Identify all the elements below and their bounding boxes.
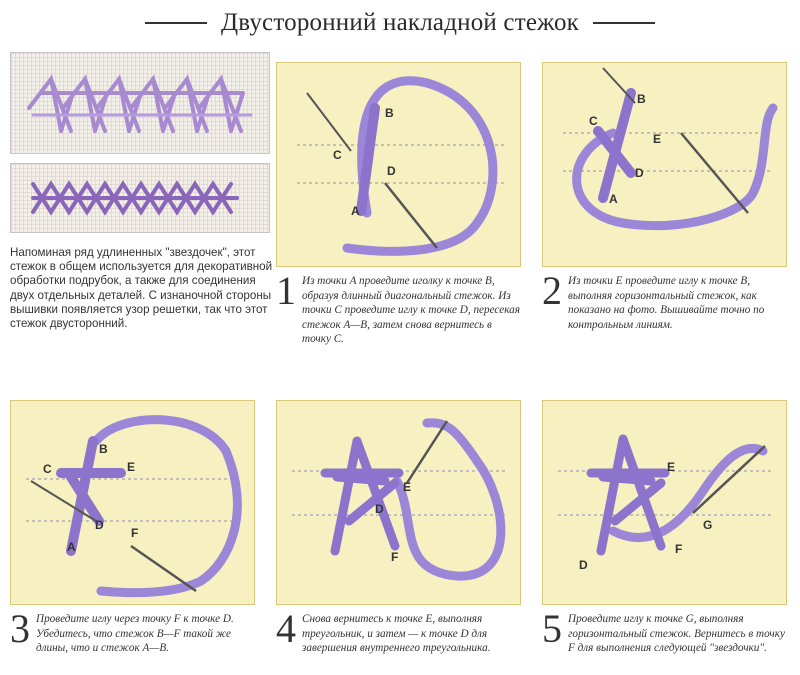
point-label: D bbox=[579, 558, 588, 572]
point-label: E bbox=[667, 460, 675, 474]
intro-text: Напоминая ряд удлиненных "звездочек", эт… bbox=[10, 246, 273, 331]
step-3-illustration: A B C D E F bbox=[10, 400, 255, 605]
point-label: C bbox=[589, 114, 598, 128]
step-number: 1 bbox=[276, 268, 296, 313]
step-text: Снова вернитесь к точке E, выполняя треу… bbox=[302, 613, 491, 655]
step-number: 5 bbox=[542, 606, 562, 651]
step-2-caption: 2 Из точки E проведите иглу к точке B, в… bbox=[542, 268, 787, 332]
step-text: Проведите иглу через точку F к точке D. … bbox=[36, 613, 234, 655]
needle-2 bbox=[384, 182, 438, 249]
point-label: B bbox=[637, 92, 646, 106]
point-label: A bbox=[351, 204, 360, 218]
step-4-illustration: D E F bbox=[276, 400, 521, 605]
star-stitch-row-front bbox=[27, 74, 253, 133]
point-label: B bbox=[99, 442, 108, 456]
step-number: 4 bbox=[276, 606, 296, 651]
point-label: D bbox=[95, 518, 104, 532]
point-label: B bbox=[385, 106, 394, 120]
step-text: Из точки A проведите иголку к точке B, о… bbox=[302, 275, 520, 346]
point-label: E bbox=[653, 132, 661, 146]
page-title: Двусторонний накладной стежок bbox=[220, 9, 580, 36]
thread bbox=[608, 443, 768, 542]
point-label: D bbox=[635, 166, 644, 180]
step-text: Из точки E проведите иглу к точке B, вып… bbox=[568, 275, 765, 331]
point-label: A bbox=[67, 540, 76, 554]
step-5-illustration: D E F G bbox=[542, 400, 787, 605]
step-5-caption: 5 Проведите иглу к точке G, выполняя гор… bbox=[542, 606, 792, 656]
step-1-caption: 1 Из точки A проведите иголку к точке B,… bbox=[276, 268, 521, 347]
step-3-caption: 3 Проведите иглу через точку F к точке D… bbox=[10, 606, 260, 656]
title-bar: Двусторонний накладной стежок bbox=[0, 6, 800, 40]
lattice-pattern-back bbox=[31, 180, 239, 216]
point-label: F bbox=[675, 542, 682, 556]
point-label: A bbox=[609, 192, 618, 206]
title-rule-right bbox=[593, 22, 656, 24]
point-label: F bbox=[391, 550, 398, 564]
fabric-sample-back bbox=[10, 163, 270, 233]
step-number: 3 bbox=[10, 606, 30, 651]
step-number: 2 bbox=[542, 268, 562, 313]
title-rule-left bbox=[144, 22, 207, 24]
thread bbox=[342, 76, 498, 256]
step-1-illustration: A B C D bbox=[276, 62, 521, 267]
step-4-caption: 4 Снова вернитесь к точке E, выполняя тр… bbox=[276, 606, 526, 656]
fabric-sample-front bbox=[10, 52, 270, 154]
point-label: E bbox=[403, 480, 411, 494]
thread bbox=[392, 418, 506, 581]
point-label: C bbox=[333, 148, 342, 162]
point-label: F bbox=[131, 526, 138, 540]
needle bbox=[602, 67, 636, 104]
thread bbox=[91, 415, 242, 598]
step-text: Проведите иглу к точке G, выполняя гориз… bbox=[568, 613, 785, 655]
point-label: E bbox=[127, 460, 135, 474]
point-label: D bbox=[375, 502, 384, 516]
needle bbox=[306, 92, 352, 152]
point-label: C bbox=[43, 462, 52, 476]
needle bbox=[692, 445, 766, 514]
point-label: G bbox=[703, 518, 712, 532]
point-label: D bbox=[387, 164, 396, 178]
step-2-illustration: A B C D E bbox=[542, 62, 787, 267]
needle bbox=[405, 420, 449, 484]
thread bbox=[572, 103, 778, 231]
needle-2 bbox=[680, 132, 749, 214]
stitch-a-b bbox=[356, 103, 380, 216]
needle bbox=[130, 544, 197, 593]
